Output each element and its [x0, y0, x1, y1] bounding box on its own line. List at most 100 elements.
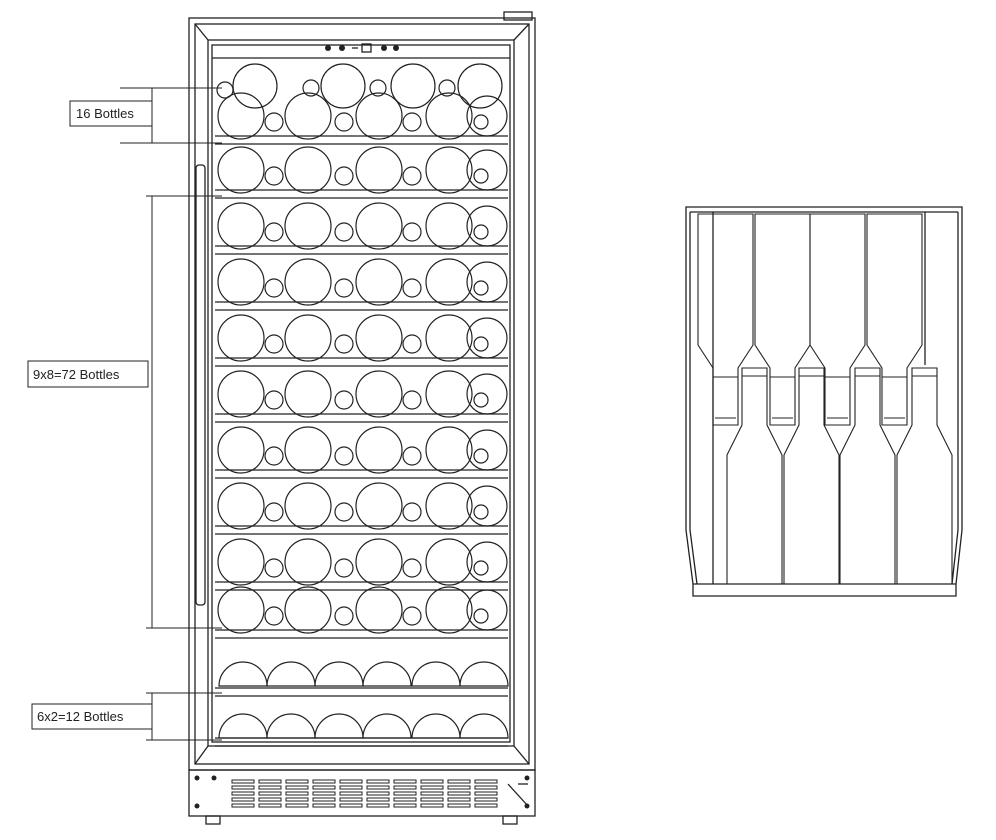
bottle-base: [466, 485, 508, 527]
vent-slot: [231, 803, 255, 808]
side-bottle-lower: [839, 367, 896, 585]
bottle-base: [425, 482, 473, 530]
side-bottle-lower: [726, 367, 783, 585]
bottle-base: [355, 538, 403, 586]
control-button-icon: [381, 45, 387, 51]
vent-slot: [285, 779, 309, 784]
vent-slot: [447, 791, 471, 796]
control-panel: [325, 45, 399, 51]
vent-grill: [231, 779, 498, 808]
side-bottle-lower: [896, 367, 953, 585]
bottle-neck: [473, 392, 489, 408]
shelf-rails: [215, 135, 508, 747]
bottle-base: [425, 92, 473, 140]
vent-slot: [366, 797, 390, 802]
bottle-neck: [264, 558, 284, 578]
vent-slot: [474, 779, 498, 784]
bottle-base: [284, 92, 332, 140]
bottle-neck: [334, 558, 354, 578]
door-glass-frame: [207, 39, 515, 747]
vent-slot: [312, 797, 336, 802]
bottle-neck: [369, 79, 387, 97]
bottle-base: [284, 482, 332, 530]
bottle-base: [355, 258, 403, 306]
vent-slot: [420, 797, 444, 802]
bottle-base: [232, 63, 278, 109]
screw-icon: [211, 775, 217, 781]
vent-slot: [339, 785, 363, 790]
vent-slot: [393, 791, 417, 796]
bottle-base: [466, 317, 508, 359]
foot-right: [502, 815, 518, 825]
bottle-base: [217, 146, 265, 194]
bottle-base: [355, 202, 403, 250]
bottle-neck: [264, 502, 284, 522]
vent-slot: [366, 803, 390, 808]
vent-slot: [312, 779, 336, 784]
bottle-neck: [402, 606, 422, 626]
bottle-base: [284, 538, 332, 586]
bottle-neck: [402, 112, 422, 132]
bottle-base: [362, 713, 412, 739]
bottle-base: [266, 713, 316, 739]
bottle-base: [284, 314, 332, 362]
bottle-neck: [334, 390, 354, 410]
vent-slot: [393, 803, 417, 808]
front-view-cabinet: [188, 11, 536, 825]
vent-slot: [393, 797, 417, 802]
bottle-base: [217, 586, 265, 634]
vent-slot: [447, 797, 471, 802]
vent-slot: [393, 785, 417, 790]
screw-icon: [194, 775, 200, 781]
bottle-base: [390, 63, 436, 109]
bottle-base: [425, 538, 473, 586]
vent-slot: [258, 803, 282, 808]
bottle-base: [425, 586, 473, 634]
vent-slot: [285, 797, 309, 802]
door-handle: [195, 164, 206, 606]
bottle-base: [466, 429, 508, 471]
bottle-base: [217, 314, 265, 362]
control-button-icon: [325, 45, 331, 51]
bottle-base: [266, 661, 316, 687]
vent-slot: [312, 803, 336, 808]
base-plinth: [188, 769, 536, 817]
bottle-base: [217, 426, 265, 474]
side-bottle-upper: [866, 213, 923, 426]
bottle-base: [217, 370, 265, 418]
bottle-neck: [264, 112, 284, 132]
bottle-base: [425, 202, 473, 250]
bottle-neck: [473, 448, 489, 464]
screw-icon: [524, 775, 530, 781]
bottle-neck: [473, 224, 489, 240]
bottle-base: [284, 258, 332, 306]
bottle-neck: [334, 278, 354, 298]
bottle-base: [425, 426, 473, 474]
bottle-neck: [264, 278, 284, 298]
bottle-base: [425, 146, 473, 194]
vent-slot: [447, 779, 471, 784]
bottle-base: [355, 586, 403, 634]
bottle-neck: [334, 334, 354, 354]
vent-slot: [474, 803, 498, 808]
vent-slot: [339, 803, 363, 808]
door-inner-frame: [211, 44, 511, 743]
vent-slot: [447, 803, 471, 808]
bottle-neck: [216, 81, 234, 99]
bottle-base: [425, 258, 473, 306]
vent-slot: [339, 791, 363, 796]
vent-slot: [231, 797, 255, 802]
bottle-base: [217, 92, 265, 140]
bottle-neck: [402, 390, 422, 410]
side-bottle-upper: [809, 213, 866, 426]
bottle-base: [466, 95, 508, 137]
vent-slot: [420, 785, 444, 790]
label-72-bottles: 9x8=72 Bottles: [33, 367, 120, 382]
bottle-neck: [264, 390, 284, 410]
bottle-neck: [473, 280, 489, 296]
bottle-base: [314, 713, 364, 739]
bottle-neck: [264, 334, 284, 354]
label-16-bottles: 16 Bottles: [76, 106, 134, 121]
screw-icon: [524, 803, 530, 809]
bottle-neck: [473, 608, 489, 624]
